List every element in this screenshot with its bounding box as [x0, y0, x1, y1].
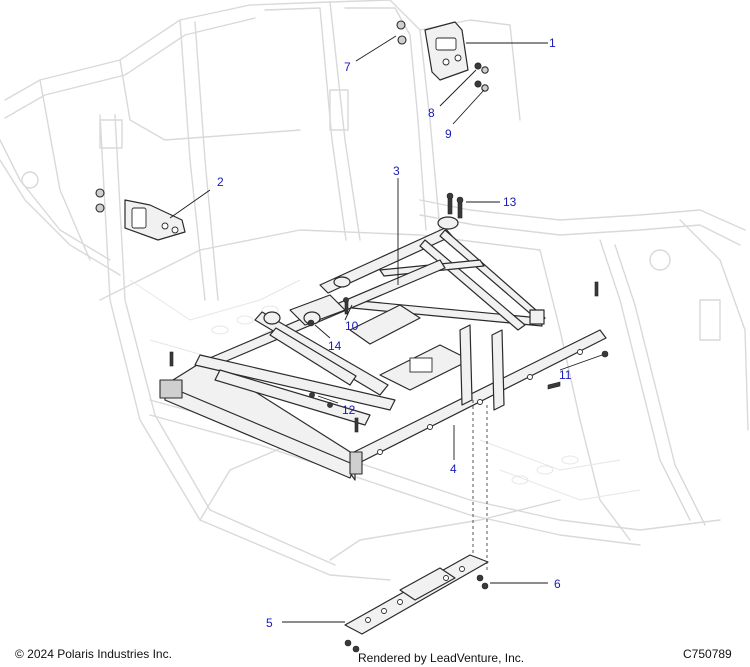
- cross-tube-part-3: [319, 216, 546, 331]
- callout-12: 12: [342, 403, 356, 417]
- diagram-code: C750789: [683, 647, 732, 661]
- nut-part-8: [474, 62, 482, 88]
- callout-8: 8: [428, 106, 435, 120]
- callout-10: 10: [345, 319, 359, 333]
- bolt-part-11: [547, 350, 609, 390]
- callout-1: 1: [549, 36, 556, 50]
- nut-part-6: [476, 574, 489, 590]
- nut-part-12: [169, 281, 599, 433]
- bracket-part-2: [95, 188, 186, 241]
- bolt-part-13: [446, 192, 464, 219]
- callout-14: 14: [328, 339, 342, 353]
- callout-11: 11: [559, 368, 572, 382]
- rendered-by-text: Rendered by LeadVenture, Inc.: [358, 651, 525, 665]
- bolt-part-10: [343, 297, 349, 315]
- seat-frame-part-4: [159, 259, 607, 481]
- bracket-part-1: [424, 21, 469, 81]
- callout-2: 2: [217, 175, 224, 189]
- nut-part-14: [307, 319, 315, 327]
- callout-13: 13: [503, 195, 517, 209]
- callout-9: 9: [445, 127, 452, 141]
- callout-7: 7: [344, 60, 351, 74]
- bolt-part-7: [396, 20, 407, 45]
- leader-lines: [169, 35, 603, 623]
- washer-part-9: [481, 66, 489, 92]
- vehicle-frame-ghost: [0, 0, 749, 581]
- callout-3: 3: [393, 164, 400, 178]
- mount-plate-part-5: [344, 554, 489, 653]
- copyright-text: © 2024 Polaris Industries Inc.: [15, 647, 172, 661]
- callout-5: 5: [266, 616, 273, 630]
- callout-4: 4: [450, 462, 457, 476]
- callout-6: 6: [554, 577, 561, 591]
